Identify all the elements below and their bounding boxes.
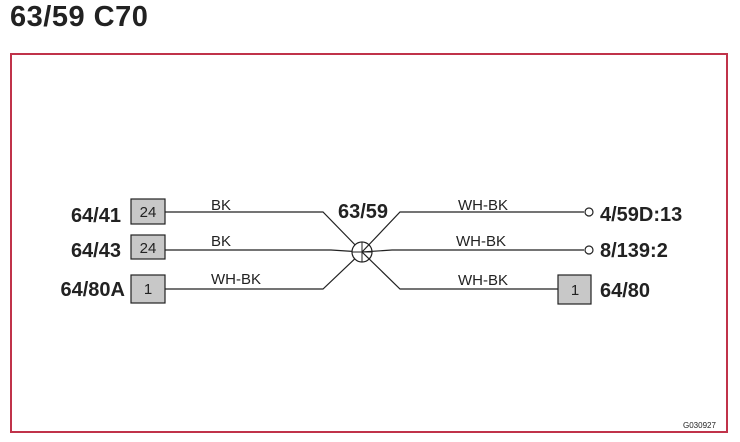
right-wire-3 [361,251,558,290]
right-component-label-2: 8/139:2 [600,240,668,262]
left-pin-number-2: 24 [140,240,157,257]
right-ring-terminal-1 [584,207,594,217]
right-component-label-1: 4/59D:13 [600,204,682,226]
diagram-frame [10,53,728,433]
left-component-label-2: 64/43 [71,240,121,262]
left-component-label-1: 64/41 [71,205,121,227]
left-wire-2 [165,249,363,253]
left-wire-1 [165,211,363,253]
splice-label: 63/59 [338,201,388,223]
right-ring-terminal-2 [584,245,594,255]
left-pin-box-1 [130,198,166,225]
left-component-label-3: 64/80A [61,279,126,301]
right-wire-color-3: WH-BK [458,272,508,289]
right-wire-color-1: WH-BK [458,197,508,214]
right-wire-color-2: WH-BK [456,233,506,250]
left-pin-number-1: 24 [140,204,157,221]
right-pin-box-3 [557,274,592,305]
figure-code: G030927 [683,421,716,430]
right-component-label-3: 64/80 [600,280,650,302]
left-wire-3 [165,251,363,290]
page-title: 63/59 C70 [10,1,149,33]
left-pin-box-2 [130,234,166,260]
right-pin-number-3: 1 [571,282,579,299]
left-pin-number-3: 1 [144,281,152,298]
right-wire-2 [361,249,584,253]
left-wire-color-2: BK [211,233,231,250]
right-wire-1 [361,211,584,253]
left-wire-color-1: BK [211,197,231,214]
left-wire-color-3: WH-BK [211,271,261,288]
